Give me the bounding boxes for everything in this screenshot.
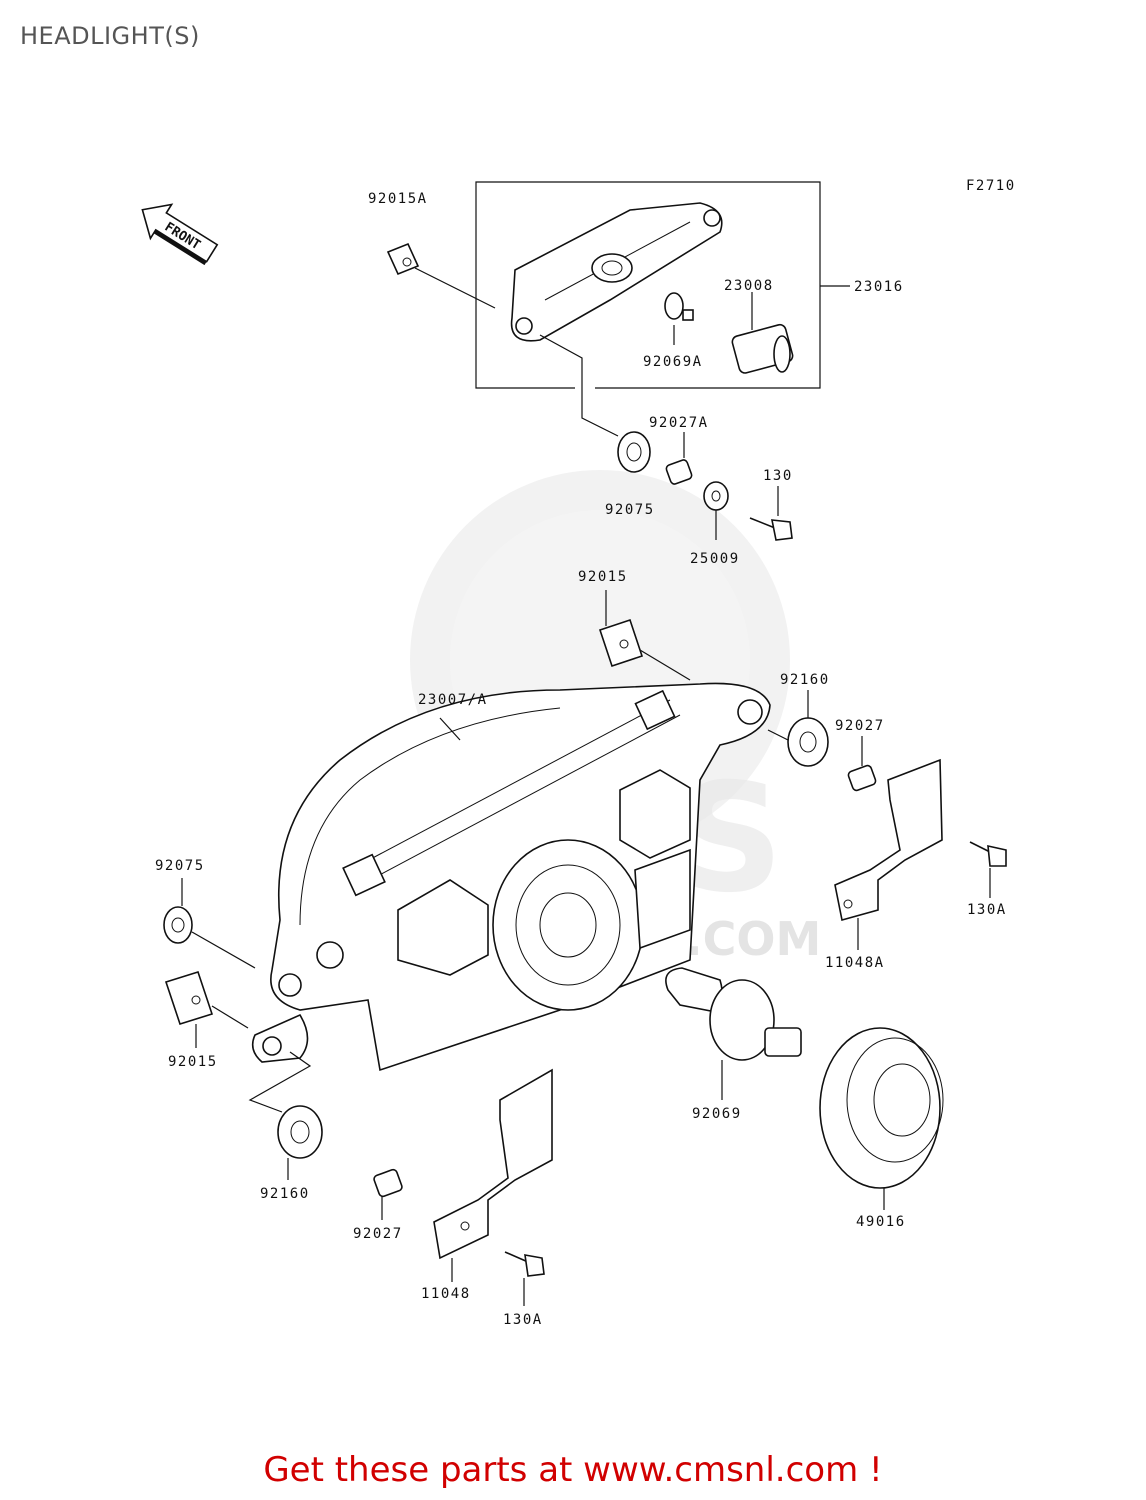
bolt-130A-bottom [504,1251,545,1306]
collar-92027-bottom [373,1168,403,1220]
label-23008: 23008 [724,278,774,294]
label-92075-top: 92075 [605,502,655,518]
label-130: 130 [763,468,793,484]
bolt-130A-right [969,841,1007,898]
label-49016: 49016 [856,1214,906,1230]
bulb-92069A [664,292,694,345]
grommet-92075-left [163,878,256,969]
headlight-housing-23007A [270,682,771,1072]
front-arrow: FRONT [141,203,219,266]
clip-92015-top [598,590,691,681]
bracket-11048 [433,1068,553,1282]
mount-ear-left [251,1013,309,1063]
assembly-box-23016 [475,181,850,389]
parts-diagram: CMS WWW.CMSNL.COM FRONT F2710 [141,178,1016,1328]
label-92027-bottom: 92027 [353,1226,403,1242]
washer-25009 [703,481,729,540]
label-92015-top: 92015 [578,569,628,585]
label-92160-left: 92160 [260,1186,310,1202]
label-25009: 25009 [690,551,740,567]
label-130A-bottom: 130A [503,1312,543,1328]
dust-cover-49016 [819,1027,944,1210]
grommet-92075-top [617,431,651,473]
label-130A-right: 130A [967,902,1007,918]
label-92069: 92069 [692,1106,742,1122]
collar-92027-right [847,736,877,792]
label-11048A: 11048A [825,955,885,971]
label-92015A: 92015A [368,191,428,207]
position-lamp-housing [510,202,723,342]
label-92027-right: 92027 [835,718,885,734]
collar-92027A [665,432,693,485]
label-23007A: 23007/A [418,692,488,708]
label-92069A: 92069A [643,354,703,370]
cta-link[interactable]: Get these parts at www.cmsnl.com ! [263,1450,883,1490]
label-92015-left: 92015 [168,1054,218,1070]
socket-23008 [731,292,794,374]
label-92160-right: 92160 [780,672,830,688]
label-23016: 23016 [854,279,904,295]
bulb-92069 [665,967,802,1100]
label-92027A: 92027A [649,415,709,431]
page-title: HEADLIGHT(S) [20,22,200,50]
clip-92015A [386,242,496,309]
label-11048: 11048 [421,1286,471,1302]
grommet-92160-left [277,1105,323,1180]
figure-code: F2710 [966,178,1016,194]
clip-92015-left [164,971,249,1048]
bracket-11048A [834,758,943,950]
bolt-130 [749,486,793,541]
grommet-92160-right [767,690,829,767]
label-92075-left: 92075 [155,858,205,874]
